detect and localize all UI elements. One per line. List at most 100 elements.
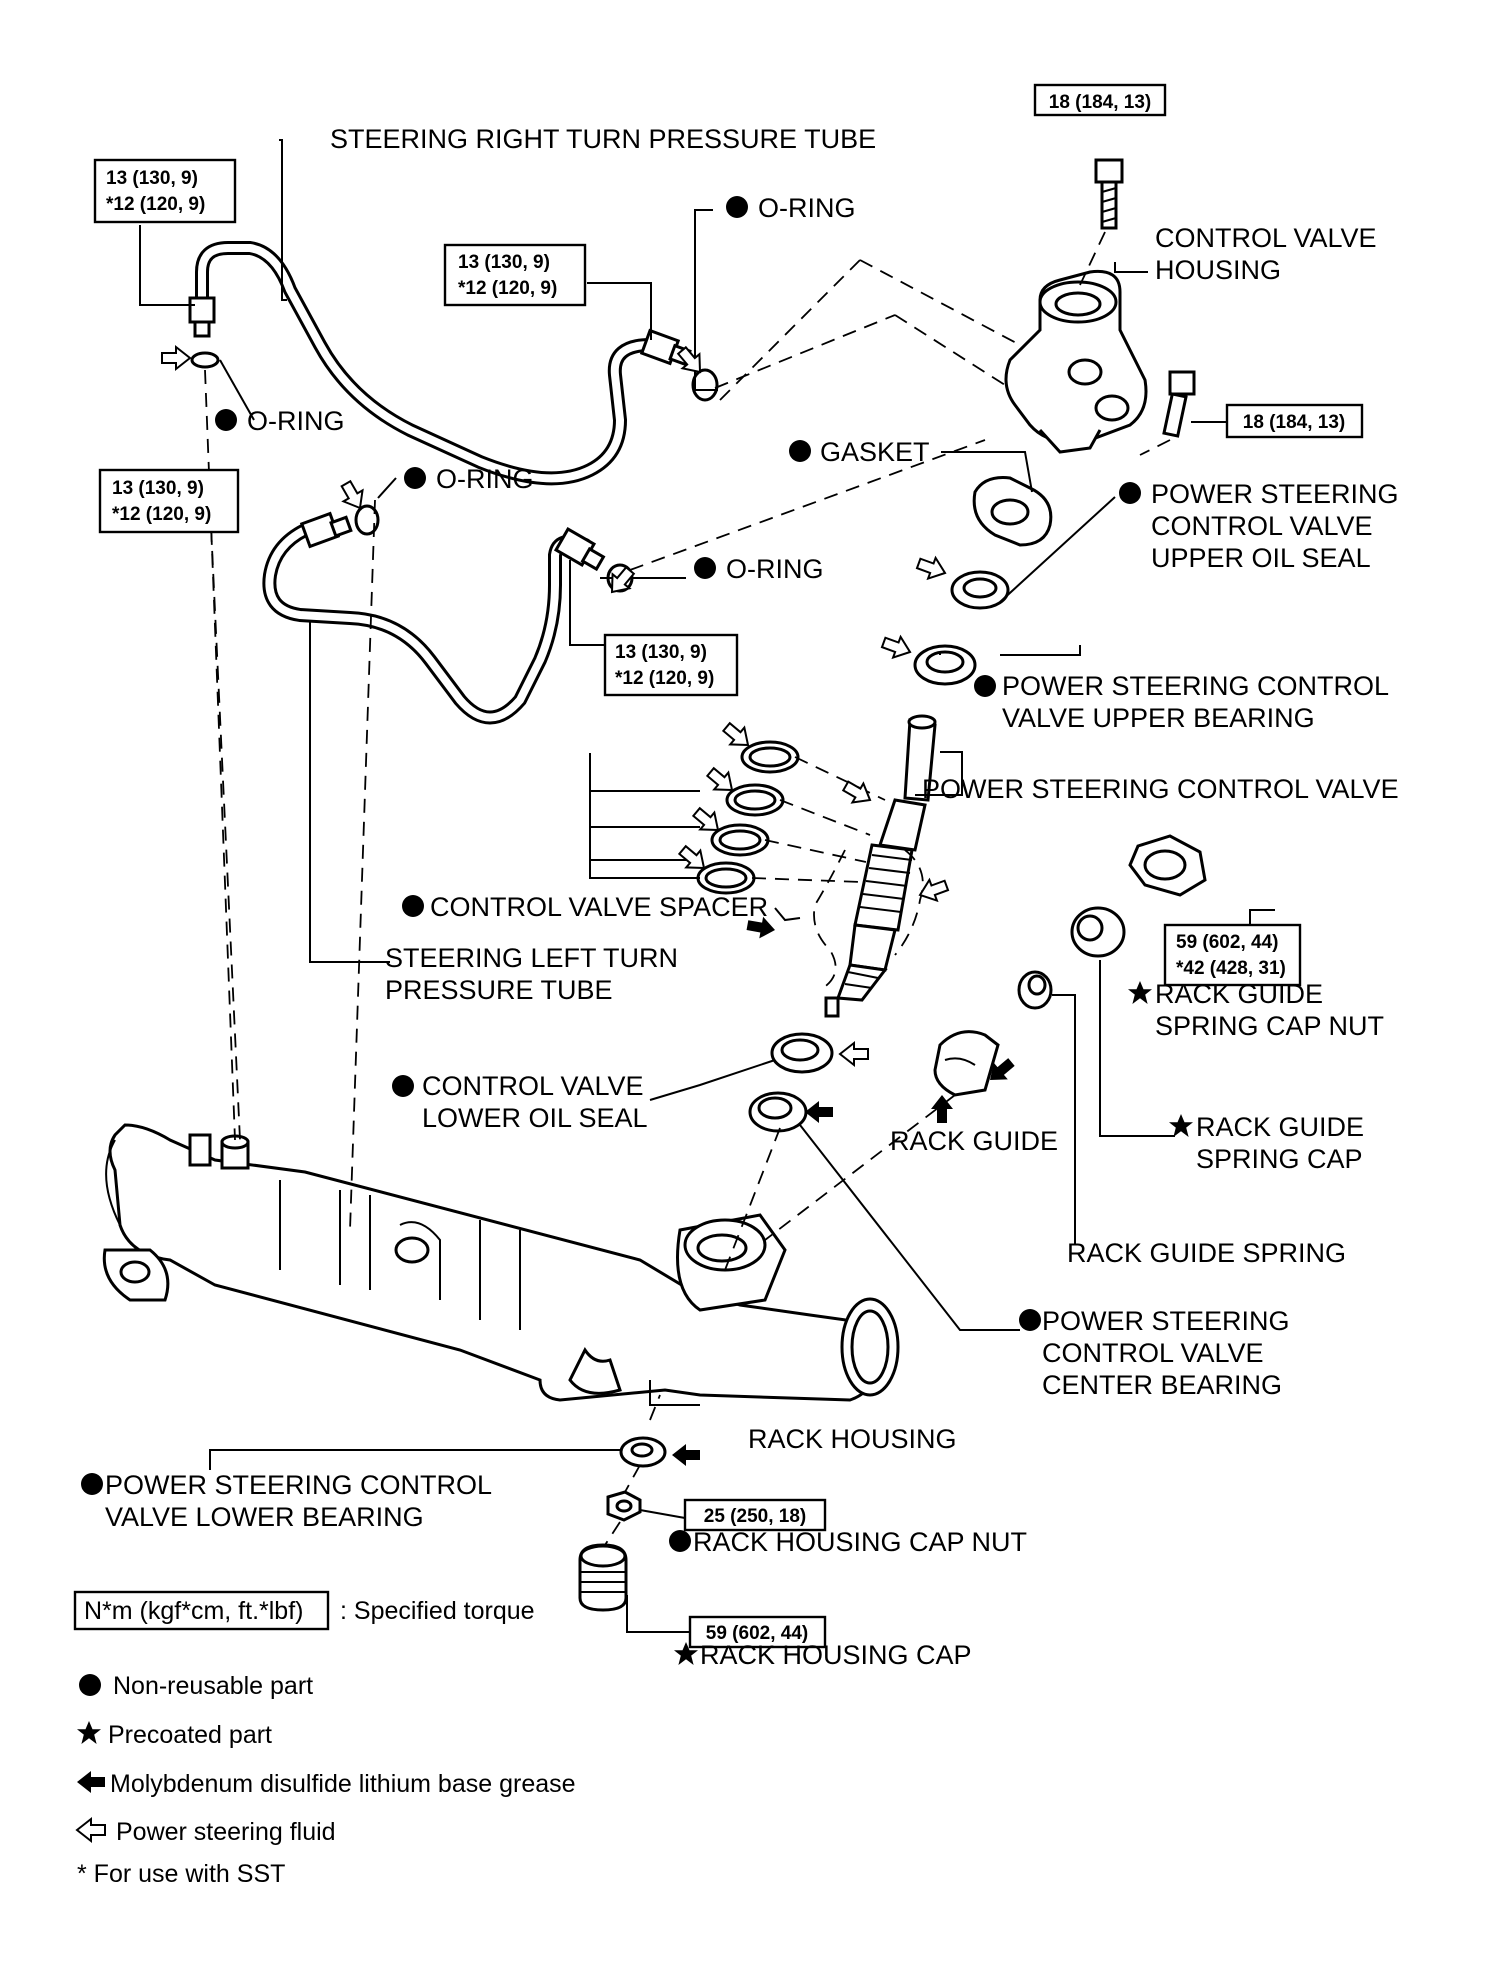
housing-side-bolt: [1162, 370, 1196, 438]
svg-text:18 (184, 13): 18 (184, 13): [1243, 412, 1345, 433]
legend-star-icon: [77, 1721, 101, 1744]
label-housing-cap: RACK HOUSING CAP: [700, 1640, 972, 1670]
precoated-mark: [1128, 981, 1152, 1004]
legend-precoated: Precoated part: [108, 1721, 272, 1749]
non-reusable-mark: [404, 467, 426, 489]
legend-grease: Molybdenum disulfide lithium base grease: [110, 1770, 576, 1798]
label-rack-guide-spring: RACK GUIDE SPRING: [1067, 1238, 1346, 1268]
label-left-turn-tube-2: PRESSURE TUBE: [385, 975, 613, 1005]
torque-left-top: 13 (130, 9) *12 (120, 9): [93, 158, 237, 224]
legend-fluid-arrow-icon: [76, 1818, 106, 1842]
svg-text:13 (130, 9): 13 (130, 9): [458, 252, 550, 273]
label-left-turn-tube: STEERING LEFT TURN: [385, 943, 678, 973]
legend: N*m (kgf*cm, ft.*lbf) : Specified torque…: [73, 1590, 576, 1888]
upper-oil-seal: [950, 570, 1010, 610]
svg-text:13 (130, 9): 13 (130, 9): [615, 642, 707, 663]
torque-spring-nut: 59 (602, 44) *42 (428, 31): [1163, 923, 1302, 987]
legend-torque-desc: : Specified torque: [340, 1597, 535, 1625]
o-ring-mid: [354, 504, 380, 536]
non-reusable-mark: [1119, 482, 1141, 504]
label-spring-cap: RACK GUIDE: [1196, 1112, 1364, 1142]
svg-text:*42 (428, 31): *42 (428, 31): [1176, 958, 1286, 979]
label-center-bearing: POWER STEERING: [1042, 1306, 1290, 1336]
label-control-valve-housing: CONTROL VALVE: [1155, 223, 1377, 253]
non-reusable-mark: [789, 440, 811, 462]
lower-oil-seal: [770, 1032, 834, 1074]
gasket: [972, 476, 1053, 547]
label-center-bearing-2: CONTROL VALVE: [1042, 1338, 1264, 1368]
torque-center-top: 13 (130, 9) *12 (120, 9): [443, 243, 587, 307]
torque-left-mid: 13 (130, 9) *12 (120, 9): [98, 468, 240, 534]
label-spring-cap-2: SPRING CAP: [1196, 1144, 1363, 1174]
label-lower-bearing: POWER STEERING CONTROL: [105, 1470, 492, 1500]
label-center-bearing-3: CENTER BEARING: [1042, 1370, 1282, 1400]
label-right-turn-tube: STEERING RIGHT TURN PRESSURE TUBE: [330, 124, 876, 154]
precoated-mark: [1169, 1114, 1193, 1137]
legend-torque-unit: N*m (kgf*cm, ft.*lbf): [84, 1597, 303, 1625]
label-upper-bearing: POWER STEERING CONTROL: [1002, 671, 1389, 701]
label-cap-nut: RACK HOUSING CAP NUT: [693, 1527, 1027, 1557]
legend-non-reusable: Non-reusable part: [113, 1672, 313, 1700]
housing-top-bolt: [1094, 158, 1124, 230]
non-reusable-mark: [81, 1473, 103, 1495]
label-o-ring-mid: O-RING: [436, 464, 534, 494]
label-lower-bearing-2: VALVE LOWER BEARING: [105, 1502, 424, 1532]
non-reusable-mark: [402, 895, 424, 917]
legend-sst: * For use with SST: [77, 1860, 285, 1888]
left-turn-pressure-tube: [262, 511, 606, 725]
torque-cap-nut: 25 (250, 18): [683, 1498, 827, 1532]
rack-housing-cap-nut: [606, 1490, 642, 1522]
label-upper-oil-seal: POWER STEERING: [1151, 479, 1399, 509]
rack-housing-cap: [578, 1543, 628, 1612]
lower-bearing: [619, 1436, 667, 1468]
label-o-ring-top: O-RING: [758, 193, 856, 223]
label-rack-guide: RACK GUIDE: [890, 1126, 1058, 1156]
label-rack-housing: RACK HOUSING: [748, 1424, 957, 1454]
rack-guide-spring: [1017, 970, 1053, 1010]
rack-guide-spring-cap: [1070, 906, 1126, 958]
center-bearing: [748, 1091, 808, 1133]
label-control-valve-housing-2: HOUSING: [1155, 255, 1281, 285]
svg-text:*12 (120, 9): *12 (120, 9): [106, 194, 205, 215]
legend-grease-arrow-icon: [77, 1771, 105, 1793]
torque-center-mid: 13 (130, 9) *12 (120, 9): [603, 633, 739, 697]
label-upper-bearing-2: VALVE UPPER BEARING: [1002, 703, 1315, 733]
svg-text:*12 (120, 9): *12 (120, 9): [112, 504, 211, 525]
svg-text:25 (250, 18): 25 (250, 18): [704, 1506, 806, 1527]
label-control-valve: POWER STEERING CONTROL VALVE: [922, 774, 1399, 804]
label-spring-cap-nut-2: SPRING CAP NUT: [1155, 1011, 1384, 1041]
o-ring-top: [691, 368, 719, 402]
label-lower-oil-seal: CONTROL VALVE: [422, 1071, 644, 1101]
non-reusable-mark: [215, 409, 237, 431]
label-gasket: GASKET: [820, 437, 930, 467]
svg-text:59 (602, 44): 59 (602, 44): [1176, 932, 1278, 953]
rack-guide-spring-cap-nut: [1128, 834, 1207, 897]
label-upper-oil-seal-3: UPPER OIL SEAL: [1151, 543, 1371, 573]
legend-fluid: Power steering fluid: [116, 1818, 336, 1846]
non-reusable-mark: [392, 1075, 414, 1097]
torque-top-bolt: 18 (184, 13): [1033, 83, 1167, 117]
rack-guide: [933, 1030, 1000, 1097]
label-o-ring-right: O-RING: [726, 554, 824, 584]
control-valve-housing: [1004, 269, 1148, 454]
svg-text:18 (184, 13): 18 (184, 13): [1049, 92, 1151, 113]
leader-lines: [139, 139, 1275, 1633]
torque-housing-cap: 59 (602, 44): [688, 1615, 827, 1649]
label-upper-oil-seal-2: CONTROL VALVE: [1151, 511, 1373, 541]
non-reusable-mark: [694, 557, 716, 579]
svg-text:13 (130, 9): 13 (130, 9): [112, 478, 204, 499]
non-reusable-mark: [726, 196, 748, 218]
svg-text:13 (130, 9): 13 (130, 9): [106, 168, 198, 189]
label-o-ring-left: O-RING: [247, 406, 345, 436]
label-spring-cap-nut: RACK GUIDE: [1155, 979, 1323, 1009]
non-reusable-mark: [669, 1530, 691, 1552]
rack-housing: [102, 1123, 900, 1406]
label-spacer: CONTROL VALVE SPACER: [430, 892, 768, 922]
legend-torque-box: [73, 1590, 330, 1631]
svg-text:59 (602, 44): 59 (602, 44): [706, 1623, 808, 1644]
label-lower-oil-seal-2: LOWER OIL SEAL: [422, 1103, 648, 1133]
legend-dot-icon: [79, 1674, 101, 1696]
non-reusable-mark: [1019, 1309, 1041, 1331]
o-ring-left: [190, 351, 220, 369]
